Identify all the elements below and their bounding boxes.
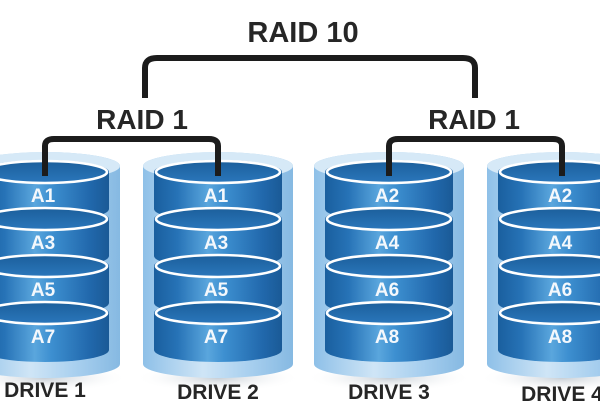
platter-top	[154, 301, 282, 325]
block-label: A6	[548, 280, 572, 301]
platter-rim	[325, 206, 453, 232]
block-label: A8	[375, 327, 399, 348]
platter-rim	[154, 300, 282, 326]
platter-rim	[0, 206, 109, 232]
raid1-bracket-right	[386, 136, 565, 176]
platter-top	[0, 254, 109, 278]
block-label: A2	[548, 186, 572, 207]
data-block: A8	[498, 300, 600, 362]
data-block: A8	[325, 300, 453, 362]
raid10-title: RAID 10	[247, 17, 358, 49]
platter-top	[0, 207, 109, 231]
raid1-label-right: RAID 1	[428, 104, 520, 135]
platter-top	[498, 254, 600, 278]
platter-rim	[325, 300, 453, 326]
data-block: A4	[498, 206, 600, 268]
drive-label: DRIVE 2	[177, 381, 259, 404]
block-label: A8	[548, 327, 572, 348]
platter-top	[498, 207, 600, 231]
platter-top	[498, 301, 600, 325]
platter-rim	[325, 253, 453, 279]
raid10-bracket	[142, 55, 478, 98]
platter-top	[154, 254, 282, 278]
platter-rim	[498, 206, 600, 232]
block-label: A3	[204, 233, 228, 254]
block-label: A1	[31, 186, 56, 207]
platter-top	[325, 207, 453, 231]
block-label: A6	[375, 280, 399, 301]
platter-top	[0, 301, 109, 325]
block-label: A7	[204, 327, 228, 348]
data-block: A7	[0, 300, 109, 362]
block-label: A5	[204, 280, 229, 301]
platter-top	[0, 160, 109, 184]
platter-top	[325, 301, 453, 325]
platter-rim	[154, 206, 282, 232]
drive-label: DRIVE 3	[348, 381, 430, 404]
drive-label: DRIVE 1	[4, 379, 86, 402]
platter-side	[0, 313, 109, 362]
platter-side	[325, 313, 453, 362]
platter-top	[325, 254, 453, 278]
platter-top	[154, 207, 282, 231]
block-label: A3	[31, 233, 55, 254]
platter-rim	[0, 300, 109, 326]
block-label: A7	[31, 327, 55, 348]
platter-rim	[498, 300, 600, 326]
platter-rim	[498, 253, 600, 279]
block-label: A5	[31, 280, 56, 301]
platter-top	[498, 160, 600, 184]
drive-label: DRIVE 4	[521, 383, 600, 406]
platter-side	[498, 313, 600, 362]
raid1-label-left: RAID 1	[96, 104, 188, 135]
data-block: A7	[154, 300, 282, 362]
raid1-bracket-left	[42, 136, 221, 176]
block-label: A2	[375, 186, 399, 207]
platter-rim	[0, 253, 109, 279]
block-label: A1	[204, 186, 229, 207]
block-label: A4	[548, 233, 573, 254]
platter-side	[154, 313, 282, 362]
platter-rim	[154, 253, 282, 279]
block-label: A4	[375, 233, 400, 254]
